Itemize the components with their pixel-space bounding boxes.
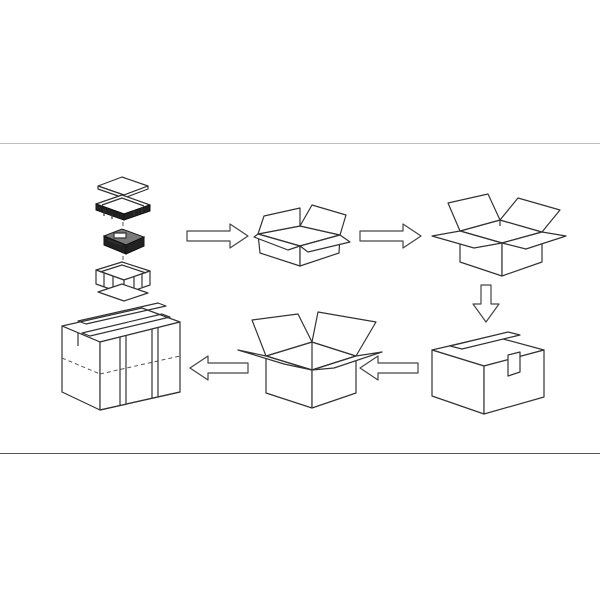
arrow-right-2 — [359, 223, 422, 249]
step-6-final-carton — [61, 302, 181, 411]
arrow-down — [472, 284, 500, 323]
top-cover-sheet — [97, 176, 149, 199]
tape-strip-top — [449, 331, 521, 350]
arrow-left-1 — [359, 355, 419, 381]
step-4-closed-box — [431, 331, 545, 415]
arrow-right-1 — [186, 223, 249, 249]
step-2-open-box — [253, 204, 351, 267]
lower-foam-tray — [95, 261, 151, 295]
top-divider — [0, 143, 600, 144]
step-3-open-box — [431, 193, 567, 277]
step-1-components-exploded — [95, 176, 151, 302]
upper-foam-tray — [95, 194, 151, 221]
tape-strip-side — [507, 351, 521, 377]
step-5-open-box — [237, 311, 383, 409]
bottom-cover-sheet — [97, 283, 149, 302]
bottom-divider — [0, 453, 600, 454]
base-edge — [99, 391, 181, 411]
product-unit — [102, 228, 146, 255]
arrow-left-2 — [189, 355, 249, 381]
tape-top-2 — [81, 313, 171, 337]
tape-top-1 — [77, 302, 167, 325]
